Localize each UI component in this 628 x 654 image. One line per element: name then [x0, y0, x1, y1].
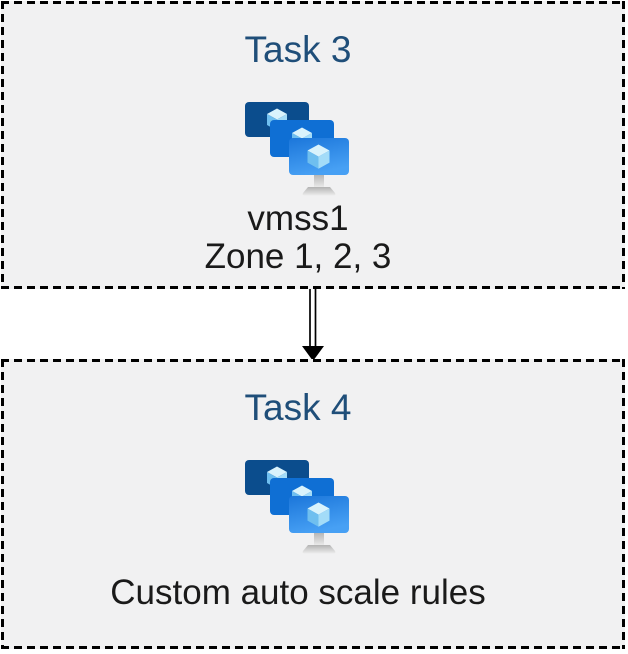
- arrowhead: [302, 346, 324, 361]
- task3-label: vmss1 Zone 1, 2, 3: [205, 200, 392, 276]
- vm-scale-sets-icon: [244, 102, 349, 196]
- task3-label-line2: Zone 1, 2, 3: [204, 237, 392, 276]
- task4-label: Custom auto scale rules: [110, 574, 485, 612]
- monitor-stand-base: [302, 545, 335, 554]
- task4-title: Task 4: [244, 387, 352, 428]
- task3-label-line1: vmss1: [247, 199, 349, 238]
- down-arrow-connector: [302, 289, 324, 361]
- task4-box: Task 4 Custom auto scale rules: [1, 359, 625, 649]
- task4-box-content: Task 4 Custom auto scale rules: [0, 359, 610, 649]
- monitor-stand-base: [302, 187, 335, 196]
- task3-box: Task 3: [1, 1, 625, 289]
- monitor-stand-neck: [313, 532, 324, 546]
- task4-label-line1: Custom auto scale rules: [110, 573, 486, 612]
- task3-title: Task 3: [244, 29, 352, 70]
- vm-scale-sets-icon: [244, 460, 349, 554]
- task3-box-content: Task 3: [0, 1, 610, 289]
- monitor-stand-neck: [313, 174, 324, 188]
